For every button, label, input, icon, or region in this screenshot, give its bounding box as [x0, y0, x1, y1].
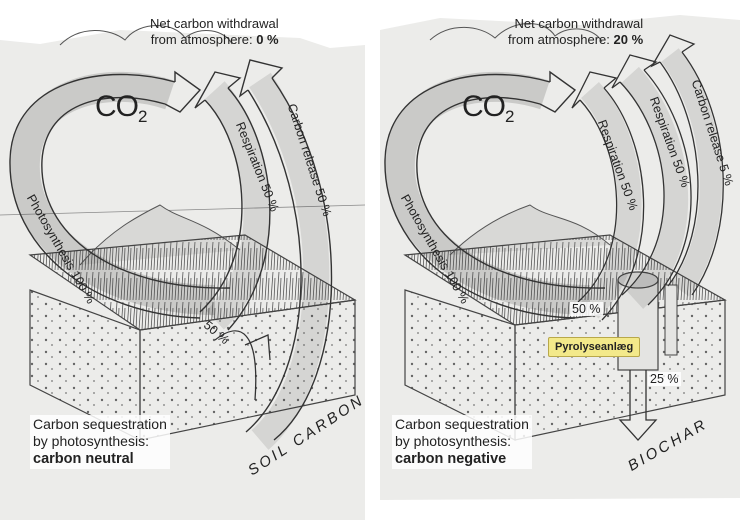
co2-main: CO — [95, 90, 139, 123]
release-arrow-fill — [249, 72, 330, 450]
withdrawal-text: Net carbon withdrawal from atmosphere: 2… — [508, 16, 643, 48]
summary-line1: Carbon sequestration — [33, 416, 167, 432]
co2-subscript: 2 — [138, 107, 148, 126]
summary-line1: Carbon sequestration — [395, 416, 529, 432]
respiration-arrow-fill — [205, 81, 270, 330]
withdrawal-text: Net carbon withdrawal from atmosphere: 0… — [150, 16, 279, 48]
withdrawal-line1: Net carbon withdrawal — [514, 16, 644, 31]
co2-subscript: 2 — [505, 107, 515, 126]
pyrolysis-plant-label: Pyrolyseanlæg — [548, 337, 641, 357]
to-plant-label: 50 % — [570, 302, 603, 316]
withdrawal-line2: from atmosphere: — [508, 32, 610, 47]
withdrawal-line1: Net carbon withdrawal — [150, 16, 279, 31]
withdrawal-line2: from atmosphere: — [150, 32, 253, 47]
summary-line2: by photosynthesis: — [395, 433, 511, 449]
withdrawal-value: 0 % — [256, 32, 279, 47]
summary-result: carbon neutral — [33, 451, 134, 467]
summary-box: Carbon sequestration by photosynthesis: … — [392, 415, 532, 469]
withdrawal-value: 20 % — [613, 32, 644, 47]
summary-line2: by photosynthesis: — [33, 433, 149, 449]
soil-carbon-panel: Net carbon withdrawal from atmosphere: 0… — [0, 0, 370, 520]
co2-label: CO2 — [462, 90, 515, 127]
to-biochar-label: 25 % — [648, 372, 681, 386]
biochar-panel: Net carbon withdrawal from atmosphere: 2… — [380, 0, 750, 520]
soil-block-side — [139, 299, 356, 441]
co2-main: CO — [462, 90, 506, 123]
summary-result: carbon negative — [395, 451, 507, 467]
photosynthesis-arrow-fill — [9, 71, 216, 315]
soil-carbon-sketch — [0, 25, 366, 520]
summary-box: Carbon sequestration by photosynthesis: … — [30, 415, 170, 469]
co2-label: CO2 — [95, 90, 148, 127]
